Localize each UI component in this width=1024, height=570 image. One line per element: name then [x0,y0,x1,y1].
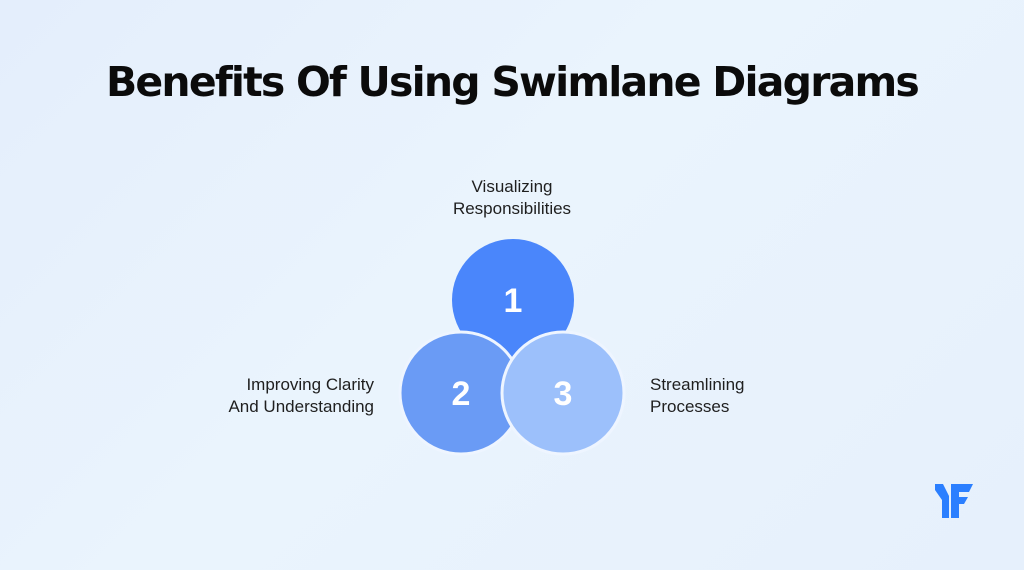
brand-logo-icon [935,484,973,518]
circle-1-number: 1 [504,282,523,320]
label-1-line-1: Visualizing [471,177,553,196]
circle-2-number: 2 [452,375,471,413]
circle-3 [500,330,626,456]
label-streamlining-processes: Streamlining Processes [650,374,850,418]
label-3-line-1: Streamlining [650,375,745,394]
label-3-line-2: Processes [650,397,730,416]
label-2-line-2: And Understanding [228,397,374,416]
page-title: Benefits Of Using Swimlane Diagrams [105,58,920,106]
circle-1 [452,239,574,361]
circle-3-number: 3 [554,375,573,413]
label-improving-clarity: Improving Clarity And Understanding [174,374,374,418]
label-2-line-1: Improving Clarity [246,375,374,394]
label-visualizing-responsibilities: Visualizing Responsibilities [412,176,612,220]
label-1-line-2: Responsibilities [452,199,572,218]
